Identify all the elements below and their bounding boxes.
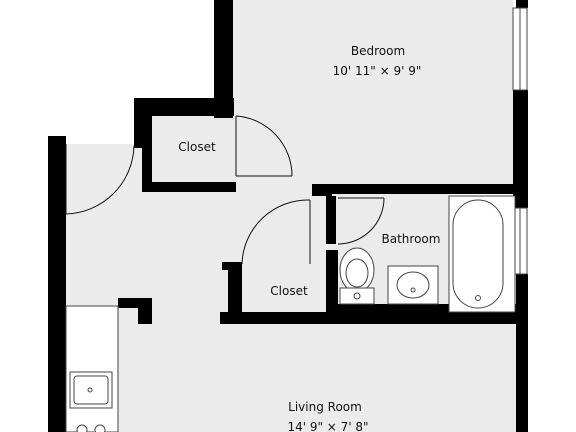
wall-kitchen-stub [118, 298, 138, 308]
door-closet-mid [241, 199, 311, 265]
bathroom-fixtures [339, 195, 516, 313]
wall-closet-top-bottom [142, 182, 236, 192]
labels: Bedroom 10' 11" × 9' 9" Closet Bathroom … [178, 44, 440, 432]
door-entry [65, 145, 135, 215]
closet-mid-label: Closet [270, 284, 308, 298]
bathroom-sink[interactable] [387, 265, 439, 305]
wall-closet-top-left-b [142, 140, 152, 192]
wall-left-outer [48, 136, 66, 432]
wall-closet-mid-topleft [222, 262, 242, 270]
living-room-size: 14' 9" × 7' 8" [287, 420, 368, 432]
wall-closet-mid-left [228, 262, 242, 322]
living-room-floor [66, 320, 516, 432]
doors [65, 115, 385, 265]
wall-bedroom-bottom-b [316, 184, 516, 194]
wall-kitchen-stub-b [138, 298, 152, 324]
wall-closet-top-left-a [134, 98, 152, 148]
kitchen-counter [65, 305, 119, 432]
wall-living-top [220, 312, 516, 324]
toilet[interactable] [339, 247, 375, 305]
closet-mid-floor [238, 268, 326, 314]
stove[interactable] [76, 424, 106, 432]
living-room-label: Living Room [288, 400, 362, 414]
wall-bedroom-left [214, 0, 233, 118]
bedroom-label: Bedroom [351, 44, 405, 58]
bedroom-size: 10' 11" × 9' 9" [333, 64, 422, 78]
wall-right-upper [513, 90, 528, 208]
kitchen-fixtures [65, 305, 119, 432]
door-bedroom [235, 115, 293, 177]
wall-right-top [516, 0, 528, 8]
closet-top-label: Closet [178, 140, 216, 154]
door-bathroom [337, 197, 385, 245]
walls [48, 0, 528, 432]
wall-right-lower [516, 274, 528, 432]
wall-bath-left [326, 196, 336, 244]
wall-closet-top-top [134, 98, 234, 116]
bathroom-label: Bathroom [382, 232, 441, 246]
windows [512, 7, 528, 275]
